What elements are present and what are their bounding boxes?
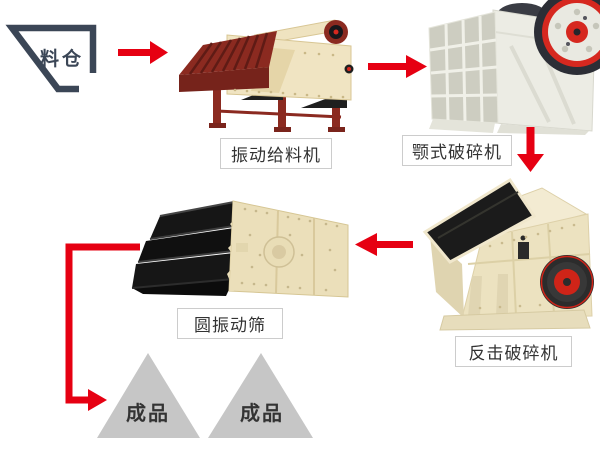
hopper-shape [5,24,97,93]
vibrating-screen-image [131,200,349,298]
jaw-crusher-label: 颚式破碎机 [402,135,512,166]
jaw-crusher-image [428,0,600,135]
impact-crusher-image [422,177,594,331]
product-label: 成品 [126,401,170,425]
arrow-right-icon [118,41,168,64]
product-triangle-right: 成品 [208,353,313,438]
vibrating-feeder-image [179,19,354,132]
product-label: 成品 [240,401,284,425]
screen-label: 圆振动筛 [177,308,283,339]
product-triangle-left: 成品 [97,353,200,438]
arrow-down-icon [517,127,544,172]
arrow-left-icon [355,233,413,256]
impact-crusher-label: 反击破碎机 [455,336,572,367]
flow-connector-arrow [65,243,140,411]
feeder-legs [209,83,345,132]
feeder-label: 振动给料机 [220,138,332,169]
arrow-right-icon [368,55,427,78]
hopper-label: 料仓 [39,49,84,70]
